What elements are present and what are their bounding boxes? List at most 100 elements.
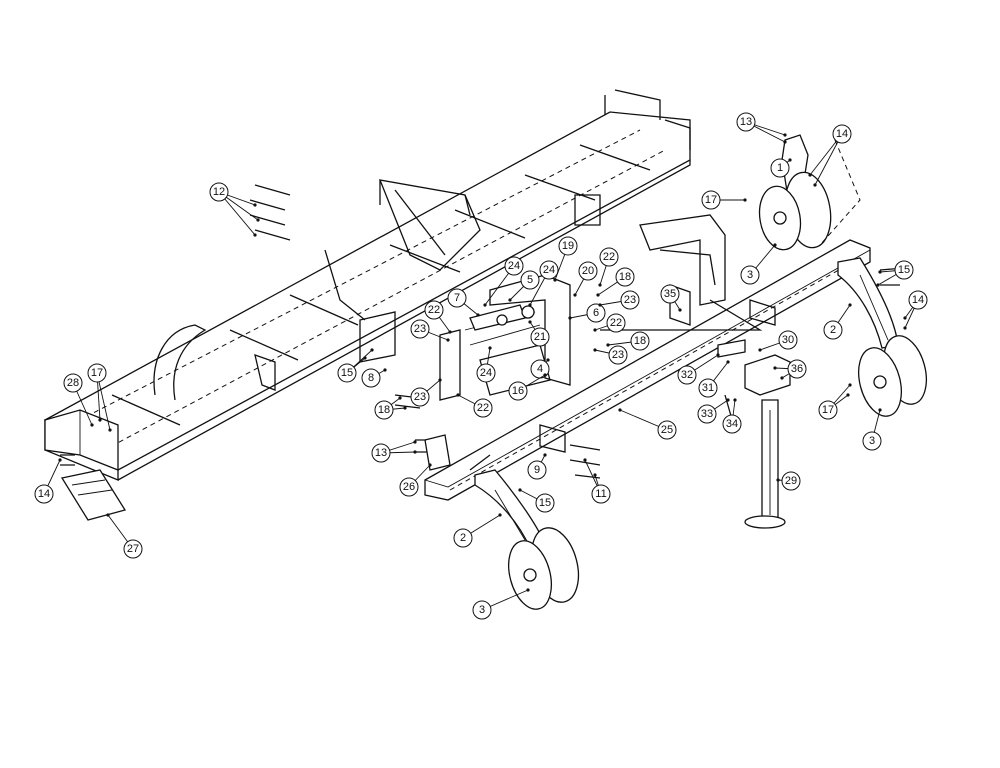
callout-number: 15	[539, 497, 551, 509]
callout-number: 5	[527, 274, 533, 286]
callout-bubble	[123, 539, 143, 559]
callout-tip	[253, 203, 257, 207]
callout-layer: 1223334567891112131314141415151516171717…	[34, 112, 928, 620]
callout-number: 22	[603, 251, 615, 263]
callout-number: 28	[67, 377, 79, 389]
callout-23: 23	[593, 345, 628, 365]
callout-number: 20	[582, 265, 594, 277]
callout-24: 24	[483, 256, 524, 307]
callout-number: 13	[740, 116, 752, 128]
callout-13: 13	[736, 112, 787, 144]
callout-20: 20	[573, 261, 598, 297]
callout-tip	[438, 378, 442, 382]
callout-tip	[448, 330, 452, 334]
callout-bubble	[473, 398, 493, 418]
callout-tip	[98, 418, 102, 422]
callout-bubble	[209, 182, 229, 202]
callout-bubble	[453, 528, 473, 548]
callout-tip	[903, 316, 907, 320]
callout-tip	[593, 473, 597, 477]
callout-tip	[526, 588, 530, 592]
callout-tip	[543, 373, 547, 377]
callout-number: 26	[403, 481, 415, 493]
callout-number: 33	[701, 408, 713, 420]
callout-24: 24	[528, 260, 559, 307]
callout-number: 16	[512, 385, 524, 397]
callout-tip	[413, 440, 417, 444]
callout-tip	[783, 140, 787, 144]
callout-7: 7	[447, 288, 480, 317]
callout-bubble	[736, 112, 756, 132]
callout-bubble	[591, 484, 611, 504]
callout-number: 22	[477, 402, 489, 414]
callout-tip	[58, 458, 62, 462]
callout-3: 3	[862, 408, 882, 451]
callout-23: 23	[598, 290, 640, 310]
callout-tip	[508, 298, 512, 302]
callout-tip	[783, 133, 787, 137]
callout-bubble	[87, 363, 107, 383]
callout-bubble	[770, 158, 790, 178]
callout-tip	[903, 326, 907, 330]
callout-tip	[106, 513, 110, 517]
callout-tip	[413, 450, 417, 454]
callout-bubble	[862, 431, 882, 451]
callout-17: 17	[87, 363, 112, 432]
callout-bubble	[337, 363, 357, 383]
callout-29: 29	[776, 471, 801, 491]
callout-24: 24	[476, 346, 496, 383]
callout-bubble	[476, 363, 496, 383]
callout-number: 2	[830, 324, 836, 336]
callout-8: 8	[361, 368, 387, 388]
callout-tip	[90, 423, 94, 427]
callout-bubble	[740, 265, 760, 285]
callout-15: 15	[337, 348, 374, 383]
callout-30: 30	[758, 330, 798, 352]
callout-number: 15	[341, 367, 353, 379]
callout-14: 14	[808, 124, 852, 187]
callout-14: 14	[34, 458, 62, 504]
callout-bubble	[832, 124, 852, 144]
callout-3: 3	[472, 588, 530, 620]
callout-number: 11	[595, 488, 606, 500]
callout-17: 17	[818, 383, 852, 420]
callout-16: 16	[508, 373, 547, 401]
callout-bubble	[472, 600, 492, 620]
callout-bubble	[527, 460, 547, 480]
callout-9: 9	[527, 453, 547, 480]
callout-tip	[546, 358, 550, 362]
callout-tip	[498, 513, 502, 517]
center-linkage	[359, 214, 726, 401]
callout-number: 18	[634, 335, 646, 347]
callout-number: 23	[414, 323, 426, 335]
callout-bubble	[447, 288, 467, 308]
callout-number: 7	[454, 292, 460, 304]
callout-bubble	[410, 319, 430, 339]
callout-number: 18	[378, 404, 390, 416]
callout-tip	[383, 368, 387, 372]
callout-number: 1	[777, 162, 783, 174]
callout-number: 29	[785, 475, 797, 487]
callout-number: 3	[869, 435, 875, 447]
callout-32: 32	[677, 353, 720, 385]
callout-tip	[370, 348, 374, 352]
callout-bubble	[697, 404, 717, 424]
callout-bubble	[535, 493, 555, 513]
callout-23: 23	[410, 378, 442, 407]
callout-bubble	[620, 290, 640, 310]
callout-4: 4	[530, 358, 550, 379]
callout-22: 22	[456, 393, 493, 418]
callout-tip	[483, 303, 487, 307]
callout-6: 6	[568, 303, 606, 323]
callout-tip	[878, 408, 882, 412]
callout-tip	[876, 283, 880, 287]
callout-bubble	[599, 247, 619, 267]
callout-number: 31	[702, 382, 714, 394]
callout-number: 34	[726, 418, 738, 430]
callout-bubble	[908, 290, 928, 310]
callout-number: 23	[612, 349, 624, 361]
callout-number: 2	[460, 532, 466, 544]
callout-bubble	[630, 331, 650, 351]
callout-number: 3	[747, 269, 753, 281]
